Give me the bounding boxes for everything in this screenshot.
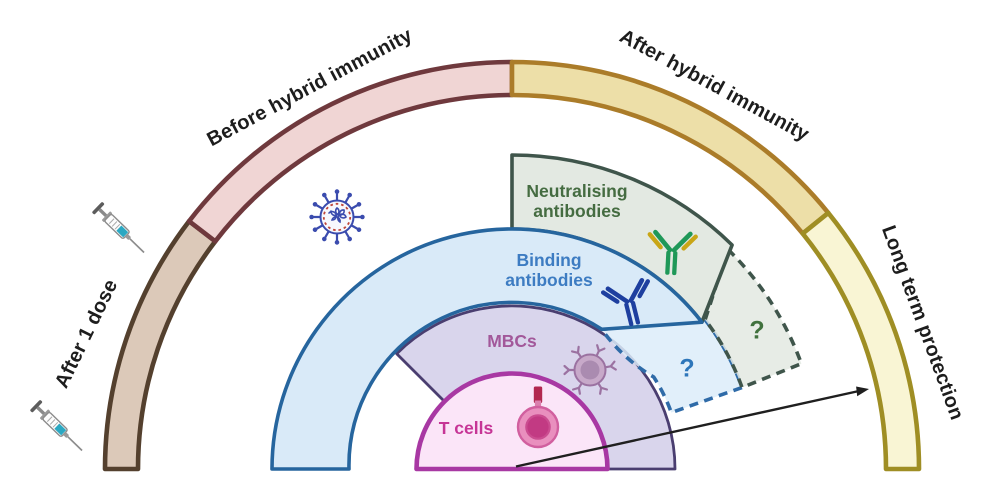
memory-b-cell-icon xyxy=(563,344,617,395)
syringe-icon-bottom xyxy=(28,398,89,457)
syringe-icon-top xyxy=(90,200,151,259)
virus-icon xyxy=(308,188,366,246)
ring-segment-long-term xyxy=(800,210,922,472)
binding-antibodies-dashed-sector xyxy=(598,317,745,415)
outer-ring xyxy=(102,59,922,472)
t-cells-semicircle xyxy=(414,371,610,472)
t-cell-icon xyxy=(516,386,560,449)
neutralising-antibodies-dashed-sector xyxy=(703,245,804,390)
long-term-arrow xyxy=(515,386,869,468)
neutralising-antibody-icon xyxy=(647,229,698,276)
ring-segment-after-1-dose xyxy=(102,218,218,472)
binding-antibodies-annulus xyxy=(270,227,704,471)
binding-antibody-icon xyxy=(600,277,651,327)
